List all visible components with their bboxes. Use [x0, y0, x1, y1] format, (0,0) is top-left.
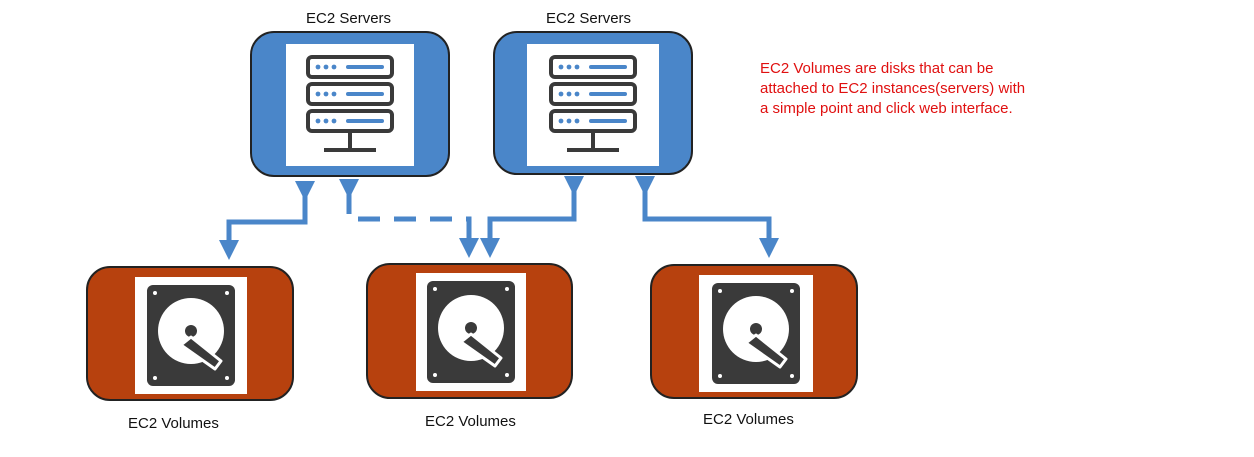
- server-rack-icon: [286, 44, 414, 166]
- volume-node-1: [86, 266, 294, 401]
- server-node-1: [250, 31, 450, 177]
- volume-node-2: [366, 263, 573, 399]
- connector-server2-volume3: [635, 176, 779, 259]
- volume-3-label: EC2 Volumes: [703, 411, 794, 428]
- server-1-label: EC2 Servers: [306, 10, 392, 27]
- note-line-2: attached to EC2 instances(servers) with: [760, 80, 1026, 97]
- volume-1-label: EC2 Volumes: [128, 415, 219, 432]
- note-line-1: EC2 Volumes are disks that can be: [760, 60, 994, 77]
- connector-server2-volume2: [480, 176, 584, 259]
- volume-2-label: EC2 Volumes: [425, 413, 516, 430]
- hard-disk-icon: [135, 277, 247, 394]
- connector-server1-volume2: [339, 179, 479, 259]
- server-2-label: EC2 Servers: [546, 10, 632, 27]
- description-note: EC2 Volumes are disks that can be attach…: [760, 59, 1080, 119]
- volume-node-3: [650, 264, 858, 399]
- server-rack-icon: [527, 44, 659, 166]
- connector-server1-volume1: [219, 181, 315, 261]
- hard-disk-icon: [416, 273, 526, 391]
- note-line-3: a simple point and click web interface.: [760, 100, 1013, 117]
- hard-disk-icon: [699, 275, 813, 392]
- server-node-2: [493, 31, 693, 175]
